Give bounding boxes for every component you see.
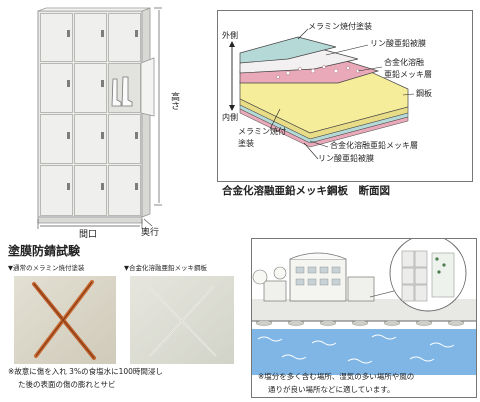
locker-door [74,63,107,113]
outer-side-label: 外側 [222,31,238,40]
locker-door [74,13,107,62]
locker-door [108,165,141,216]
corrosion-test-title: 塗膜防錆試験 [8,244,81,258]
locker-width-label: 間口 [79,230,98,240]
cross-section-caption: 合金化溶融亜鉛メッキ鋼板 断面図 [222,185,390,197]
locker-door [40,63,73,113]
coastal-scene-panel [251,238,477,398]
locker-door [74,165,107,216]
locker-door [40,13,73,62]
layer-phosphate-top-label: リン酸亜鉛被膜 [370,39,426,48]
coastal-note: ※塩分を多く含む場所、湿気の多い場所や風の [258,372,415,381]
layer-alloy-top-label-line2: 亜鉛メッキ層 [384,70,432,79]
layer-alloy-bottom-label: 合金化溶融亜鉛メッキ層 [330,141,418,150]
alloy-plate-label: ▼合金化溶融亜鉛メッキ鋼板 [124,264,207,272]
layer-melamine-top-label: メラミン焼付塗装 [308,22,372,31]
layer-steel-label: 鋼板 [416,89,432,98]
locker-depth-label: 奥行 [141,228,160,238]
locker-door [40,165,73,216]
cross-section-panel: 外側 内側 メラミン焼付塗装 リン酸亜鉛被膜 合金化溶融 亜鉛メッキ層 鋼板 メ… [217,10,473,182]
layer-melamine-bottom-label: メラミン焼付 [238,127,286,136]
corrosion-test-note-line2: た後の表面の傷の膨れとサビ [18,380,116,389]
locker-door [74,114,107,164]
layer-phosphate-bottom-label: リン酸亜鉛被膜 [318,154,374,163]
locker-door [108,13,141,62]
corrosion-test-note: ※故意に傷を入れ 3%の食塩水に100時間浸し [8,367,163,376]
standard-coating-label: ▼通常のメラミン焼付塗装 [8,264,85,272]
coastal-note-line2: 通りが良い場所などに適しています。 [268,385,395,394]
inner-side-label: 内側 [222,113,238,122]
layer-melamine-bottom-label-line2: 塗装 [238,139,254,148]
layer-alloy-top-label: 合金化溶融 [384,58,424,67]
locker-height-label: 高さ [169,92,179,110]
